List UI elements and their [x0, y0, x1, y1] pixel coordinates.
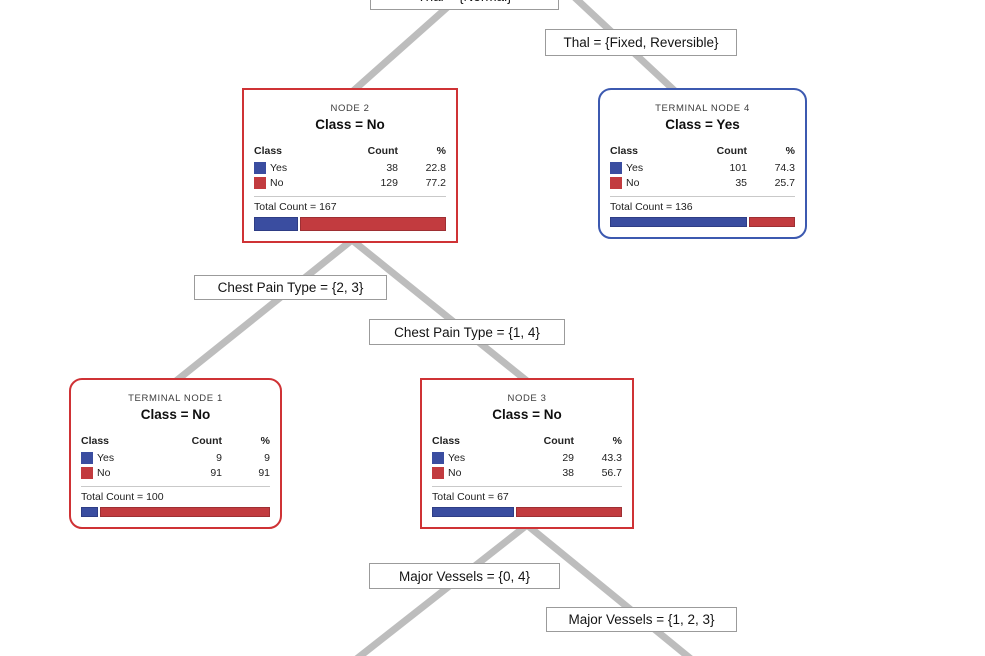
row-count: 91 — [210, 467, 222, 479]
row-label: Yes — [448, 452, 466, 464]
row-percent: 91 — [258, 467, 270, 479]
edge-label-major-vessels-123: Major Vessels = {1, 2, 3} — [546, 607, 737, 632]
header-count: Count — [191, 435, 222, 447]
bar-segment-no — [299, 217, 446, 231]
table-row-yes: Yes 9 9 — [81, 452, 270, 464]
class-distribution-bar — [610, 217, 795, 227]
table-row-yes: Yes 101 74.3 — [610, 162, 795, 174]
edge-line-major-vessels-04 — [354, 522, 530, 656]
header-count: Count — [543, 435, 574, 447]
row-percent: 74.3 — [774, 162, 795, 174]
header-percent: % — [612, 435, 622, 447]
row-percent: 43.3 — [601, 452, 622, 464]
total-count-label: Total Count = 167 — [254, 196, 446, 213]
row-count: 38 — [562, 467, 574, 479]
table-row-yes: Yes 38 22.8 — [254, 162, 446, 174]
bar-segment-no — [749, 217, 795, 227]
no-color-swatch-icon — [254, 177, 266, 189]
edge-label-chest-pain-type-14: Chest Pain Type = {1, 4} — [369, 319, 565, 345]
yes-color-swatch-icon — [81, 452, 93, 464]
edge-label-thal-fixed-reversible: Thal = {Fixed, Reversible} — [545, 29, 737, 56]
node-predicted-class: Class = Yes — [665, 117, 740, 132]
row-percent: 25.7 — [774, 177, 795, 189]
row-label: No — [448, 467, 462, 479]
node-title: NODE 2 — [330, 103, 370, 114]
node-predicted-class: Class = No — [315, 117, 385, 132]
row-label: Yes — [626, 162, 644, 174]
no-color-swatch-icon — [81, 467, 93, 479]
class-distribution-bar — [432, 507, 622, 517]
node-table-header: Class Count % — [254, 145, 446, 157]
bar-segment-yes — [610, 217, 748, 227]
tree-terminal-node-1[interactable]: TERMINAL NODE 1 Class = No Class Count %… — [69, 378, 282, 529]
yes-color-swatch-icon — [610, 162, 622, 174]
no-color-swatch-icon — [432, 467, 444, 479]
row-count: 101 — [729, 162, 747, 174]
tree-node-3[interactable]: NODE 3 Class = No Class Count % Yes 29 4… — [420, 378, 634, 529]
table-row-no: No 129 77.2 — [254, 177, 446, 189]
edge-label-thal-normal: Thal = {Normal} — [370, 0, 559, 10]
class-distribution-bar — [254, 217, 446, 231]
row-percent: 9 — [264, 452, 270, 464]
tree-node-2[interactable]: NODE 2 Class = No Class Count % Yes 38 2… — [242, 88, 458, 243]
header-class: Class — [254, 145, 283, 157]
edge-line-chest-pain-23 — [173, 237, 355, 384]
table-row-yes: Yes 29 43.3 — [432, 452, 622, 464]
row-label: No — [626, 177, 640, 189]
bar-segment-yes — [81, 507, 98, 517]
table-row-no: No 91 91 — [81, 467, 270, 479]
node-table-header: Class Count % — [81, 435, 270, 447]
header-count: Count — [716, 145, 747, 157]
header-percent: % — [260, 435, 270, 447]
row-count: 129 — [380, 177, 398, 189]
row-label: No — [270, 177, 284, 189]
row-label: Yes — [270, 162, 288, 174]
bar-segment-yes — [432, 507, 515, 517]
header-percent: % — [436, 145, 446, 157]
bar-segment-yes — [254, 217, 298, 231]
total-count-label: Total Count = 67 — [432, 486, 622, 503]
row-count: 38 — [386, 162, 398, 174]
yes-color-swatch-icon — [432, 452, 444, 464]
header-percent: % — [785, 145, 795, 157]
node-table-header: Class Count % — [610, 145, 795, 157]
edge-label-major-vessels-04: Major Vessels = {0, 4} — [369, 563, 560, 589]
row-percent: 22.8 — [425, 162, 446, 174]
node-table-header: Class Count % — [432, 435, 622, 447]
node-title: TERMINAL NODE 4 — [655, 103, 750, 114]
row-count: 29 — [562, 452, 574, 464]
table-row-no: No 35 25.7 — [610, 177, 795, 189]
row-label: No — [97, 467, 111, 479]
row-percent: 56.7 — [601, 467, 622, 479]
edge-line-thal-normal — [349, 0, 461, 95]
edge-label-chest-pain-type-23: Chest Pain Type = {2, 3} — [194, 275, 387, 300]
yes-color-swatch-icon — [254, 162, 266, 174]
bar-segment-no — [516, 507, 622, 517]
header-class: Class — [81, 435, 110, 447]
tree-terminal-node-4[interactable]: TERMINAL NODE 4 Class = Yes Class Count … — [598, 88, 807, 239]
header-class: Class — [432, 435, 461, 447]
edge-line-chest-pain-14 — [349, 237, 530, 384]
class-distribution-bar — [81, 507, 270, 517]
no-color-swatch-icon — [610, 177, 622, 189]
table-row-no: No 38 56.7 — [432, 467, 622, 479]
row-percent: 77.2 — [425, 177, 446, 189]
node-title: NODE 3 — [507, 393, 547, 404]
header-count: Count — [367, 145, 398, 157]
node-title: TERMINAL NODE 1 — [128, 393, 223, 404]
row-count: 35 — [735, 177, 747, 189]
node-predicted-class: Class = No — [140, 407, 211, 422]
row-count: 9 — [216, 452, 222, 464]
header-class: Class — [610, 145, 639, 157]
bar-segment-no — [100, 507, 270, 517]
edge-line-major-vessels-123 — [524, 522, 693, 656]
total-count-label: Total Count = 100 — [81, 486, 270, 503]
node-predicted-class: Class = No — [492, 407, 562, 422]
total-count-label: Total Count = 136 — [610, 196, 795, 213]
row-label: Yes — [97, 452, 115, 464]
